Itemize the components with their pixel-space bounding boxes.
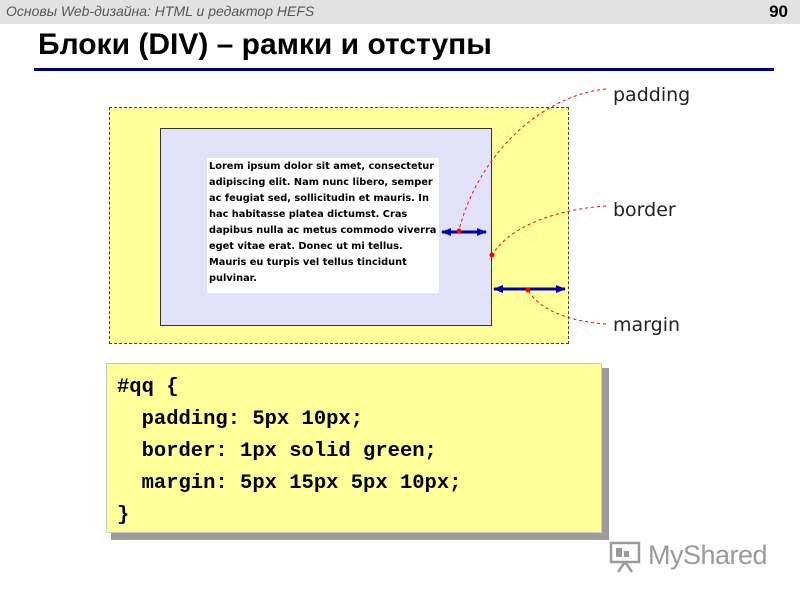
margin-leader-line [527, 289, 607, 325]
content-text: Lorem ipsum dolor sit amet, consectetur … [209, 161, 437, 284]
css-code: #qq { padding: 5px 10px; border: 1px sol… [117, 376, 462, 527]
header-bar [0, 0, 800, 24]
logo-text: MyShared [648, 540, 768, 570]
code-box: #qq { padding: 5px 10px; border: 1px sol… [106, 363, 602, 533]
border-label: border [613, 199, 676, 221]
myshared-logo: MyShared [608, 536, 768, 576]
padding-leader-dot [456, 228, 462, 234]
slide-title: Блоки (DIV) – рамки и отступы [38, 28, 492, 61]
padding-leader-line [458, 88, 607, 231]
margin-label: margin [613, 314, 681, 336]
border-leader-dot [489, 252, 495, 258]
margin-leader-dot [525, 287, 531, 293]
presentation-board-icon [609, 541, 641, 573]
content-area [207, 158, 439, 293]
page-number: 90 [769, 2, 788, 21]
course-title: Основы Web-дизайна: HTML и редактор HEFS [6, 3, 315, 19]
padding-label: padding [613, 84, 691, 106]
title-underline [34, 68, 774, 71]
border-leader-line [491, 205, 607, 256]
